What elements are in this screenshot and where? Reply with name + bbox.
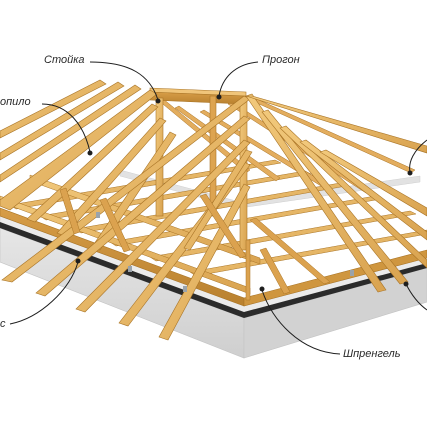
leader-stoyka bbox=[89, 61, 159, 101]
front-rafters bbox=[1, 95, 253, 341]
right-rafters bbox=[245, 93, 427, 293]
leader-progon bbox=[218, 61, 259, 97]
label-shprengel: Шпренгель bbox=[343, 348, 401, 360]
leader-stropilo bbox=[41, 103, 91, 153]
ridge-beam bbox=[149, 87, 247, 105]
left-rafters bbox=[0, 79, 177, 251]
metal-connectors bbox=[96, 212, 354, 292]
leader-lines bbox=[9, 61, 427, 355]
label-progon: Прогон bbox=[262, 54, 300, 66]
label-left-cut: с bbox=[0, 318, 6, 330]
leader-left-cut bbox=[9, 261, 79, 325]
label-stoyka: Стойка bbox=[44, 54, 85, 66]
leader-right bbox=[409, 139, 427, 173]
leader-shprengel bbox=[261, 289, 341, 355]
label-stropilo: опило bbox=[0, 96, 31, 108]
struts bbox=[59, 187, 331, 301]
